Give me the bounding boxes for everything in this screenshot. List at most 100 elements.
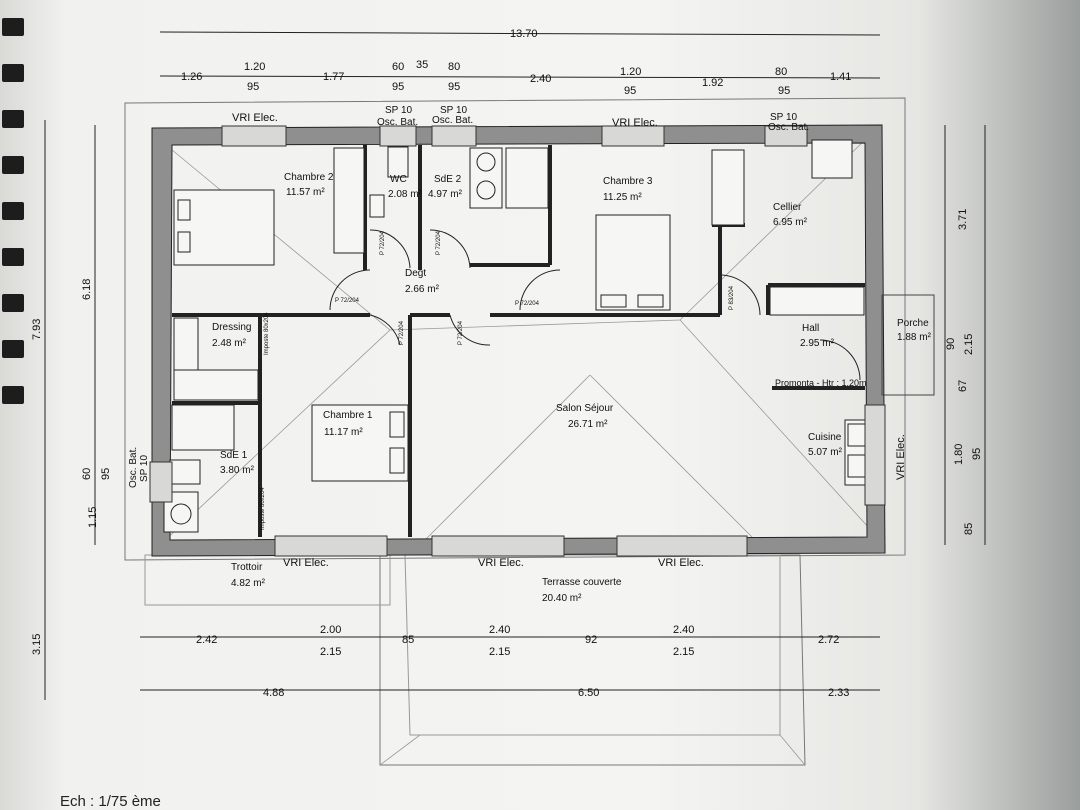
binder-hole [2,202,24,220]
dim-top: 1.20 [620,66,641,78]
window-label: Osc. Bat. [432,115,473,126]
door-label: Imposte 80x204 [264,312,270,355]
window-salon-2 [616,535,748,557]
bed-chambre-3 [595,214,671,311]
door-label: P 72/204 [458,320,464,345]
door-label: P 72/204 [436,230,442,255]
window-label: SP 10 [440,105,467,116]
wardrobe-chambre-2 [333,147,365,254]
wardrobe-hall [769,286,865,316]
room-name-dressing: Dressing [212,322,251,333]
dim-top: 95 [247,81,259,93]
dim-right: 2.15 [963,334,975,355]
dim-bottom: 85 [402,634,414,646]
window-label: SP 10 [139,455,150,482]
promonta-note: Promonta - Htr : 1.20m [775,378,867,388]
room-area-sde-2: 4.97 m² [428,189,463,200]
room-area-cuisine: 5.07 m² [808,447,843,458]
dim-top: 1.92 [702,77,723,89]
dim-right: 1.80 [953,444,965,465]
dim-bottom-total: 4.88 [263,687,284,699]
dim-top: 2.40 [530,73,551,85]
window-label: VRI Elec. [658,557,704,569]
binder-hole [2,156,24,174]
room-name-cuisine: Cuisine [808,432,842,443]
room-area-chambre-1: 11.17 m² [324,427,363,438]
room-area-wc: 2.08 m² [388,189,423,200]
dim-bottom: 92 [585,634,597,646]
dim-right: 90 [945,338,957,350]
dim-top: 1.26 [181,71,202,83]
shower-sde-2 [505,147,549,209]
dim-top: 1.41 [830,71,851,83]
dim-top: 60 [392,61,404,73]
wc-toilet [387,146,409,178]
room-name-cellier: Cellier [773,202,802,213]
dim-bottom-total: 6.50 [578,687,599,699]
dim-right: 67 [957,380,969,392]
dim-right: 3.71 [957,209,969,230]
room-name-chambre-1: Chambre 1 [323,410,373,421]
window-label: VRI Elec. [478,557,524,569]
wc-hand-basin [369,194,385,218]
window-label: SP 10 [385,105,412,116]
room-name-sde-2: SdE 2 [434,174,462,185]
room-area-chambre-2: 11.57 m² [286,187,325,198]
roof-outline [124,97,906,561]
dim-top: 1.77 [323,71,344,83]
dim-bottom-total: 2.33 [828,687,849,699]
door-label: P 83/204 [729,285,735,310]
dim-bottom: 2.42 [196,634,217,646]
dim-left: 60 [81,468,93,480]
room-area-dressing: 2.48 m² [212,338,247,349]
window-chambre-2 [221,125,287,147]
binder-hole [2,386,24,404]
window-label: Osc. Bat. [128,447,139,488]
window-sde-1 [149,461,173,503]
window-label: SP 10 [770,112,797,123]
window-labels: VRI Elec. VRI Elec. VRI Elec. VRI Elec. … [128,105,907,569]
dim-bottom: 2.00 [320,624,341,636]
window-label: VRI Elec. [612,117,658,129]
dim-top: 35 [416,59,428,71]
dim-bottom: 2.15 [489,646,510,658]
shower-sde-1 [171,404,235,451]
dim-top: 95 [624,85,636,97]
room-name-porche: Porche [897,318,929,329]
dim-left: 95 [100,468,112,480]
dim-bottom: 2.72 [818,634,839,646]
window-label: VRI Elec. [283,557,329,569]
room-area-salon: 26.71 m² [568,419,608,430]
room-area-trottoir: 4.82 m² [231,578,266,589]
boiler-cellier [811,139,853,179]
window-label: VRI Elec. [232,112,278,124]
roof-hip-lines [159,134,881,766]
dim-right: 85 [963,523,975,535]
furniture [163,139,874,533]
room-name-salon: Salon Séjour [556,403,614,414]
dim-bottom: 2.15 [673,646,694,658]
door-label: P 72/204 [399,320,405,345]
dimension-texts: 13.70 1.20 60 35 80 1.20 80 1.26 95 1.77… [31,28,983,699]
dim-top: 80 [448,61,460,73]
dimension-lines [44,31,986,700]
room-name-terrasse: Terrasse couverte [542,577,622,588]
dim-left: 3.15 [31,634,43,655]
door-swings [329,229,861,381]
room-area-porche: 1.88 m² [897,332,932,343]
windows [149,125,886,557]
dim-top: 95 [778,85,790,97]
dim-left: 6.18 [81,279,93,300]
window-wc [379,125,417,147]
binder-holes [0,0,28,810]
room-area-sde-1: 3.80 m² [220,465,255,476]
window-cuisine [864,404,886,506]
window-sde-2 [431,125,477,147]
window-label: Osc. Bat. [377,117,418,128]
binder-hole [2,110,24,128]
room-name-sde-1: SdE 1 [220,450,248,461]
dim-top: 80 [775,66,787,78]
room-name-trottoir: Trottoir [231,562,263,573]
